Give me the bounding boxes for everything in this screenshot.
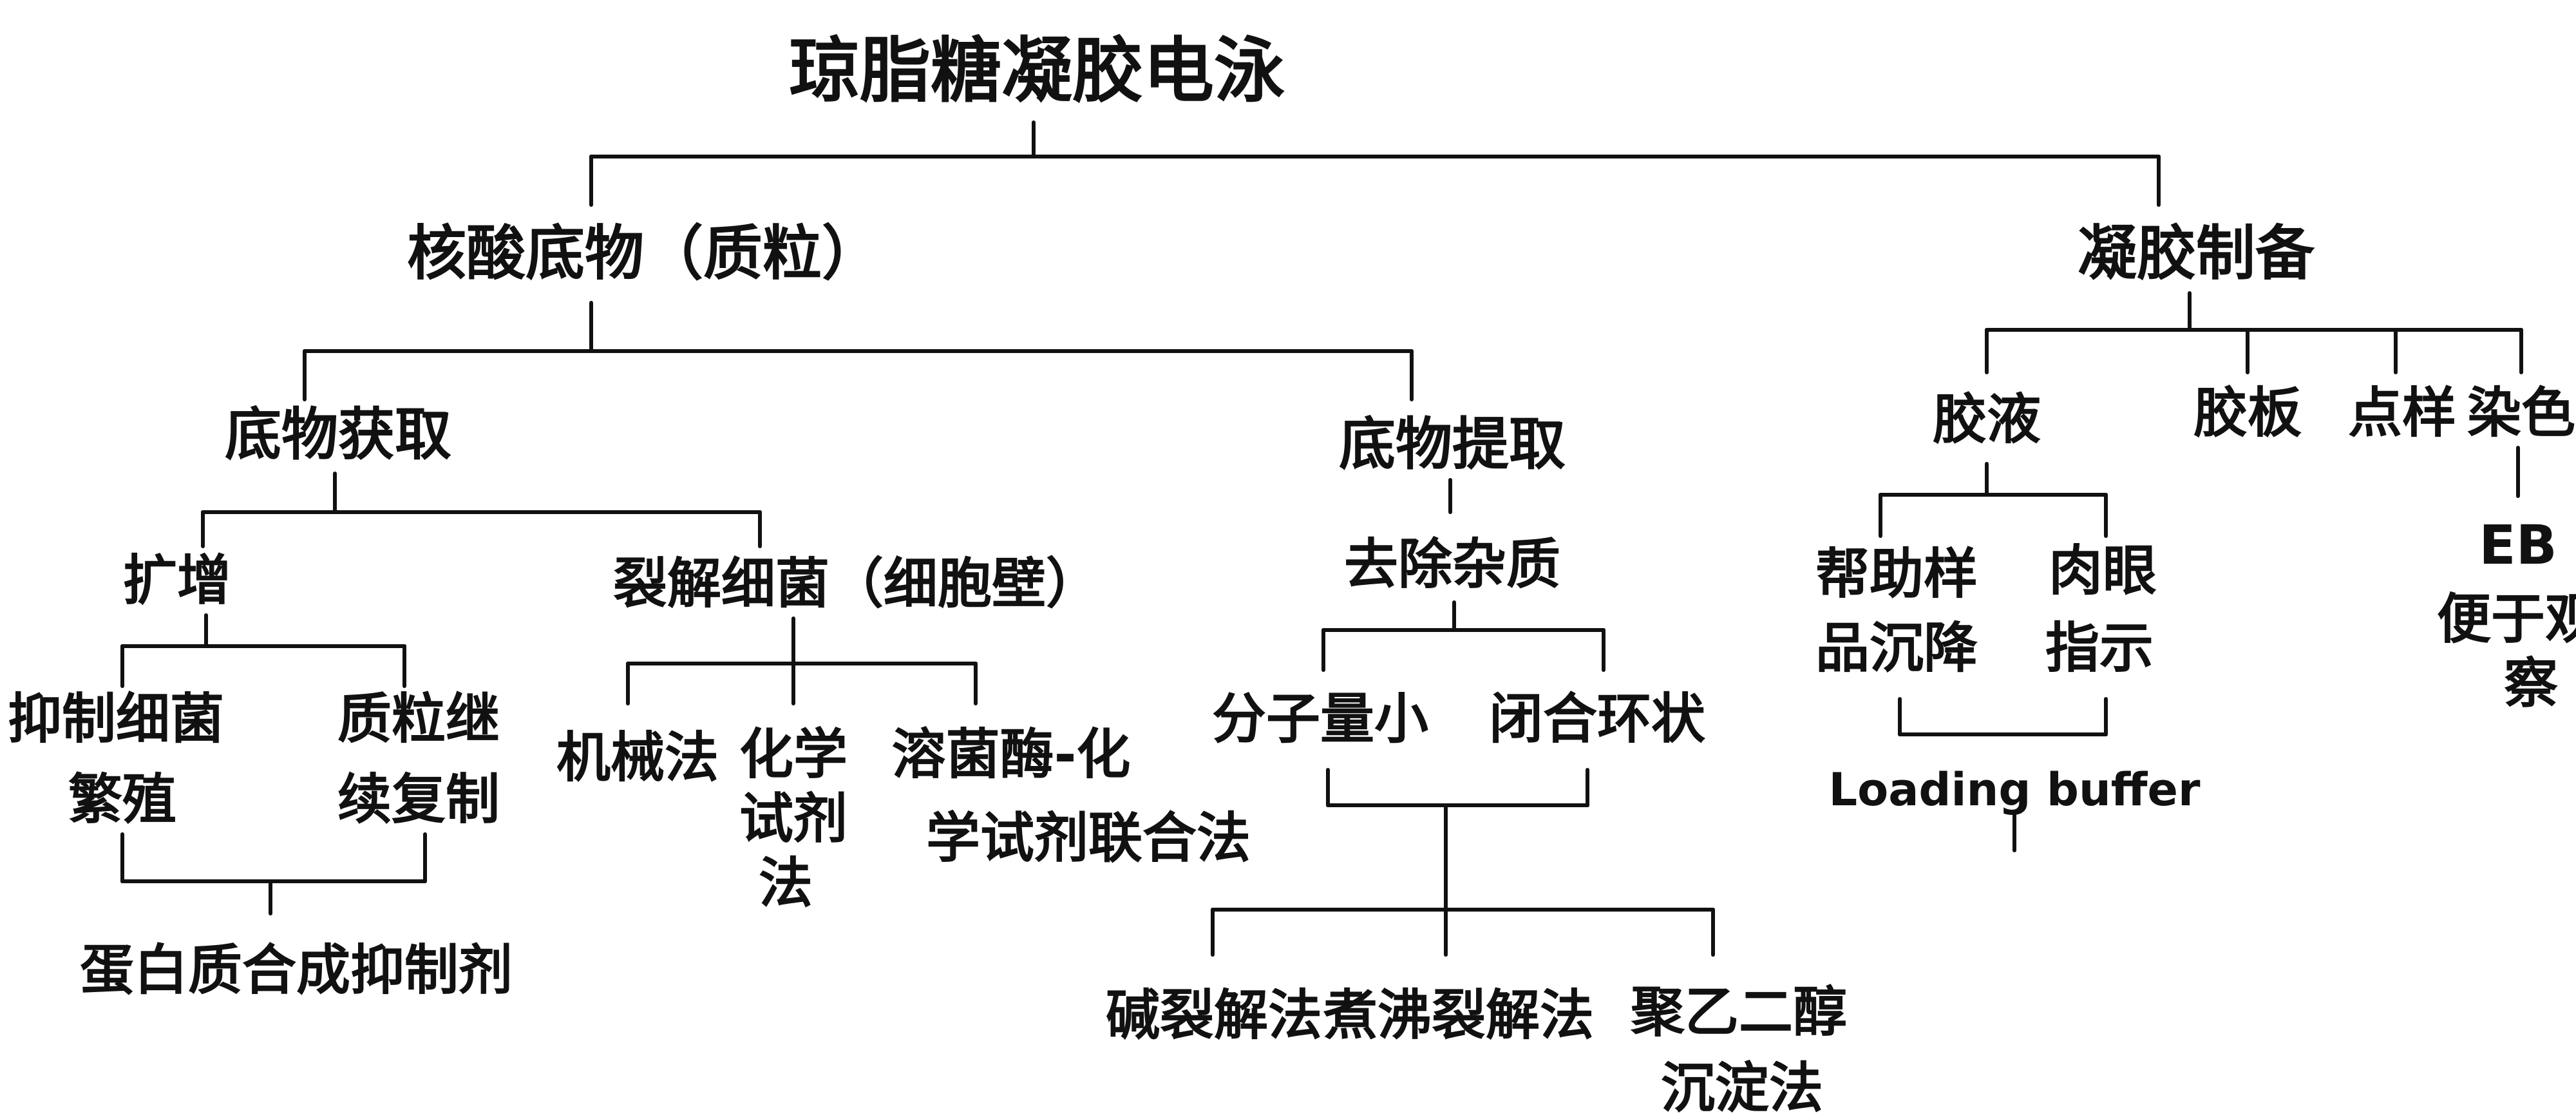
node-nucleic-substrate: 核酸底物（质粒） [407,219,881,288]
node-protein-synthesis-inhibitor: 蛋白质合成抑制剂 [80,939,513,1002]
node-chemical-line1: 化学 [739,723,848,786]
node-inhibit-line2: 繁殖 [68,768,176,831]
node-gel-solution: 胶液 [1933,388,2041,451]
node-gel-preparation: 凝胶制备 [2078,219,2315,288]
node-visible-indicator-line1: 肉眼 [2049,539,2157,602]
node-chemical-line2: 试剂 [739,787,848,850]
node-gel-plate: 胶板 [2193,381,2302,445]
node-boiling-lysis: 煮沸裂解法 [1323,984,1594,1047]
node-lyse-bacteria: 裂解细菌（细胞壁） [613,552,1100,615]
node-remove-impurities: 去除杂质 [1344,533,1560,596]
node-staining: 染色 [2467,381,2575,445]
node-observe-line2: 察 [2504,652,2558,715]
node-mechanical-method: 机械法 [556,726,719,789]
node-help-settle-line2: 品沉降 [1815,617,1978,680]
node-replicate-line2: 续复制 [337,768,500,831]
node-loading-buffer: Loading buffer [1829,763,2201,816]
node-alkaline-lysis: 碱裂解法 [1106,984,1322,1047]
node-eb: EB [2479,513,2557,577]
node-chemical-line3: 法 [759,852,813,915]
node-inhibit-line1: 抑制细菌 [8,687,224,751]
node-substrate-acquire: 底物获取 [225,401,451,468]
node-peg-line1: 聚乙二醇 [1630,980,1847,1044]
node-visible-indicator-line2: 指示 [2045,617,2154,680]
node-substrate-extract: 底物提取 [1339,411,1566,477]
node-help-settle-line1: 帮助样 [1815,542,1978,606]
node-amplify: 扩增 [123,549,231,612]
node-observe-line1: 便于观 [2437,588,2576,651]
node-small-molecular-weight: 分子量小 [1212,687,1428,751]
node-replicate-line1: 质粒继 [337,687,500,751]
node-peg-line2: 沉淀法 [1661,1057,1823,1119]
node-lysozyme-line2: 学试剂联合法 [926,807,1251,870]
diagram-title: 琼脂糖凝胶电泳 [789,30,1285,112]
node-lysozyme-line1: 溶菌酶-化 [892,723,1131,786]
connector-lines [120,120,2523,957]
node-spotting: 点样 [2348,381,2456,445]
node-closed-circular: 闭合环状 [1489,687,1706,751]
